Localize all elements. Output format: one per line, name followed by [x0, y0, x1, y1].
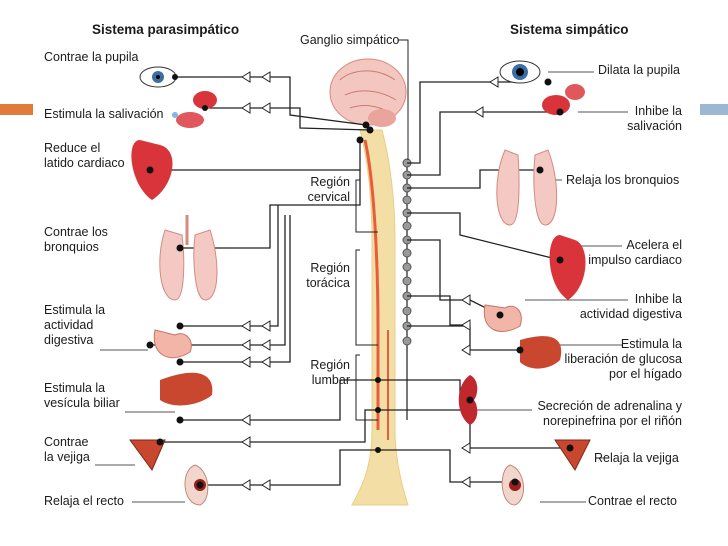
bladder-right-icon [554, 439, 591, 471]
right-ganglia [461, 76, 499, 488]
right-effect-bronquios: Relaja los bronquios [566, 173, 680, 187]
parasympathetic-header: Sistema parasimpático [92, 22, 240, 37]
left-effect-recto: Relaja el recto [44, 494, 124, 508]
lungs-left-icon [159, 229, 218, 301]
right-effect-pupila: Dilata la pupila [598, 63, 680, 77]
spinal-column [351, 129, 409, 506]
salivary-gland-left-icon [193, 91, 217, 109]
stomach-right-icon [483, 304, 522, 332]
accent-bar-right [700, 104, 728, 115]
bladder-left-icon [129, 439, 166, 471]
stomach-left-icon [153, 329, 192, 359]
liver-right-icon [520, 336, 562, 369]
salivary-gland-right-icon [542, 95, 570, 115]
accent-bar-left [0, 104, 33, 115]
left-nerve-lines [150, 76, 378, 486]
heart-right-icon [549, 235, 586, 300]
right-effect-recto: Contrae el recto [588, 494, 677, 508]
left-effect-pupila: Contrae la pupila [44, 50, 139, 64]
left-ganglia [241, 71, 271, 491]
organ-illustrations [129, 60, 591, 506]
sympathetic-header: Sistema simpático [510, 22, 629, 37]
brain-illustration [329, 58, 407, 127]
left-effect-salivacion: Estimula la salivación [44, 107, 164, 121]
right-nerve-lines [378, 81, 570, 483]
ganglion-chain [402, 158, 412, 420]
liver-left-icon [160, 372, 213, 406]
right-effect-vejiga: Relaja la vejiga [594, 451, 679, 465]
ganglion-label: Ganglio simpático [300, 33, 400, 47]
lungs-right-icon [496, 149, 558, 226]
